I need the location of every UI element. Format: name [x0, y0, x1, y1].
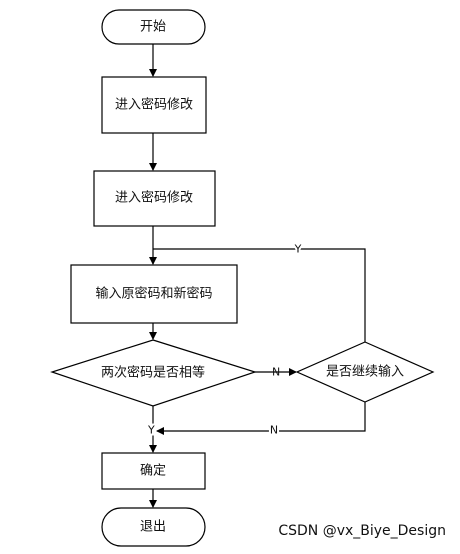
- input-process: [70, 264, 238, 324]
- process-step-2: [93, 170, 216, 227]
- compare-decision: [50, 339, 257, 407]
- continue-yes-label: Y: [294, 243, 302, 256]
- exit-label: 退出: [140, 520, 166, 535]
- edge-continue-yes-loop: [153, 248, 366, 342]
- compare-decision-label: 两次密码是否相等: [101, 365, 205, 381]
- compare-yes-label: Y: [147, 424, 155, 437]
- csdn-watermark: CSDN @vx_Biye_Design: [278, 523, 446, 539]
- continue-decision: [295, 341, 435, 403]
- confirm-process: [101, 452, 206, 490]
- edge-continue-no-return: [156, 402, 366, 435]
- continue-decision-label: 是否继续输入: [326, 364, 404, 380]
- input-process-label: 输入原密码和新密码: [95, 286, 212, 302]
- process-step-1-label: 进入密码修改: [115, 97, 193, 113]
- start-terminal: [101, 9, 206, 45]
- confirm-label: 确定: [140, 464, 166, 479]
- start-label: 开始: [140, 20, 166, 35]
- process-step-2-label: 进入密码修改: [115, 190, 193, 206]
- process-step-1: [101, 76, 207, 134]
- continue-no-label: N: [270, 424, 278, 437]
- exit-terminal: [101, 507, 206, 547]
- compare-no-label: N: [272, 366, 280, 379]
